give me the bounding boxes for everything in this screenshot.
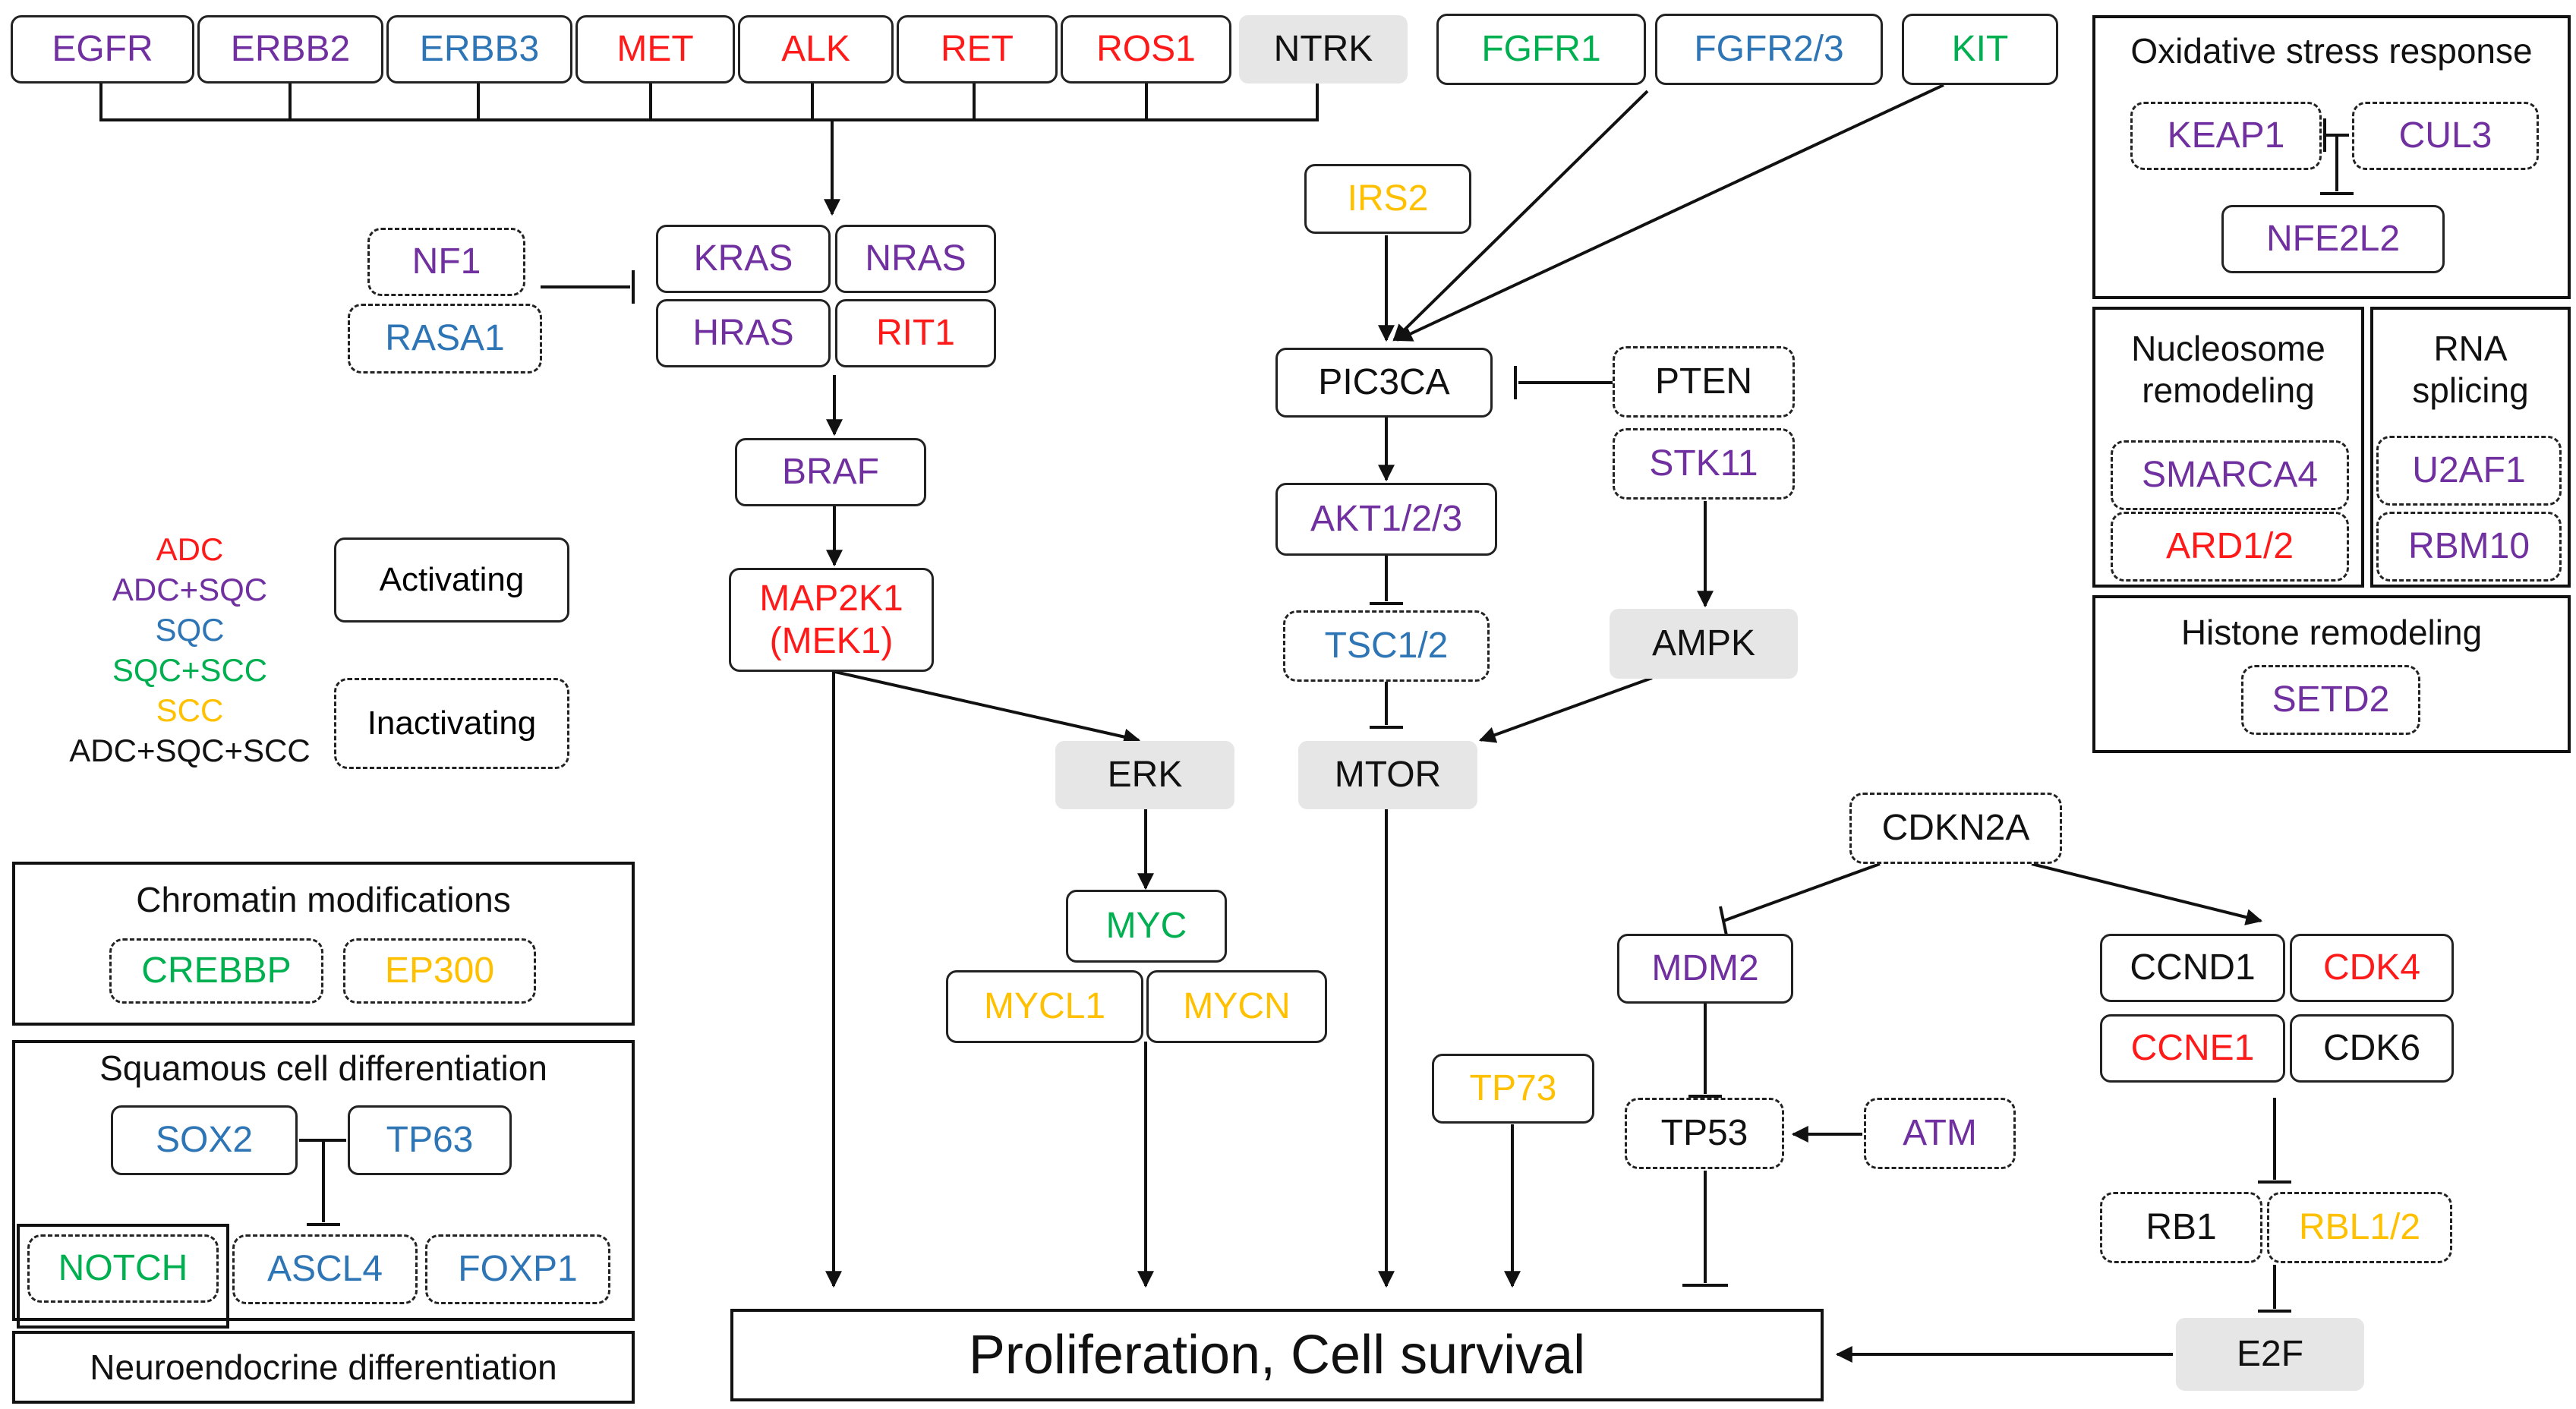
node-nras: NRAS bbox=[835, 225, 996, 293]
arrow-mek-erk bbox=[834, 670, 1141, 745]
node-rbm10: RBM10 bbox=[2376, 512, 2562, 582]
node-rasa1: RASA1 bbox=[348, 304, 542, 374]
node-tp73: TP73 bbox=[1432, 1054, 1594, 1124]
node-u2af1: U2AF1 bbox=[2376, 436, 2562, 506]
node-myc: MYC bbox=[1066, 890, 1227, 963]
node-ccnd1: CCND1 bbox=[2100, 934, 2285, 1002]
inhibit-cdkn2a-mdm2-bar bbox=[1719, 906, 1728, 936]
arrow-fgfr-pic3ca bbox=[1392, 90, 1649, 342]
node-crebbp: CREBBP bbox=[109, 938, 323, 1004]
oxidative-stress-title: Oxidative stress response bbox=[2130, 31, 2533, 71]
legend-inactivating-box: Inactivating bbox=[334, 678, 569, 769]
histone-group bbox=[2092, 595, 2571, 753]
rna-splicing-group bbox=[2370, 307, 2571, 588]
node-tp53: TP53 bbox=[1625, 1098, 1784, 1169]
neuroendocrine-notch-frame bbox=[17, 1224, 229, 1329]
node-fgfr1: FGFR1 bbox=[1436, 14, 1646, 85]
node-cul3: CUL3 bbox=[2352, 102, 2539, 170]
node-ros1: ROS1 bbox=[1061, 15, 1231, 84]
node-kit: KIT bbox=[1902, 14, 2058, 85]
node-ntrk: NTRK bbox=[1239, 15, 1408, 84]
legend-adc: ADC bbox=[156, 531, 224, 567]
node-kras: KRAS bbox=[656, 225, 831, 293]
rna-splicing-title: RNA splicing bbox=[2412, 329, 2529, 411]
chromatin-title: Chromatin modifications bbox=[136, 880, 511, 919]
node-irs2: IRS2 bbox=[1304, 164, 1471, 234]
legend-adc-sqc-scc: ADC+SQC+SCC bbox=[69, 733, 311, 768]
node-cdkn2a: CDKN2A bbox=[1849, 793, 2062, 864]
arrow-ampk-mtor bbox=[1478, 676, 1653, 743]
node-mycn: MYCN bbox=[1146, 970, 1327, 1043]
legend-adc-sqc: ADC+SQC bbox=[112, 572, 268, 607]
legend-sqc: SQC bbox=[155, 612, 225, 648]
proliferation-cell-survival-outcome: Proliferation, Cell survival bbox=[730, 1309, 1824, 1401]
node-erk: ERK bbox=[1055, 741, 1234, 809]
node-rb1: RB1 bbox=[2100, 1192, 2262, 1263]
node-e2f: E2F bbox=[2176, 1318, 2364, 1391]
node-fgfr2-3: FGFR2/3 bbox=[1655, 14, 1883, 85]
arrow-cdkn2a-cdk bbox=[2031, 862, 2263, 925]
neuroendocrine-title: Neuroendocrine differentiation bbox=[90, 1348, 557, 1387]
node-nf1: NF1 bbox=[367, 228, 525, 296]
nucleosome-group bbox=[2092, 307, 2364, 588]
squamous-group bbox=[12, 1040, 635, 1321]
neuroendocrine-group bbox=[12, 1331, 635, 1404]
node-tp63: TP63 bbox=[348, 1105, 512, 1175]
histone-title: Histone remodeling bbox=[2180, 613, 2483, 652]
node-cdk6: CDK6 bbox=[2290, 1014, 2454, 1083]
node-rit1: RIT1 bbox=[835, 299, 996, 367]
inhibit-cdkn2a-mdm2 bbox=[1723, 862, 1881, 922]
node-ret: RET bbox=[897, 15, 1058, 84]
legend-sqc-scc: SQC+SCC bbox=[112, 652, 268, 688]
node-egfr: EGFR bbox=[11, 15, 194, 84]
node-mtor: MTOR bbox=[1298, 741, 1477, 809]
node-alk: ALK bbox=[738, 15, 894, 84]
node-tsc1-2: TSC1/2 bbox=[1283, 610, 1490, 682]
node-ccne1: CCNE1 bbox=[2100, 1014, 2285, 1083]
node-erbb2: ERBB2 bbox=[197, 15, 383, 84]
arrow-kit-pic3ca bbox=[1395, 84, 1944, 342]
node-keap1: KEAP1 bbox=[2130, 102, 2322, 170]
node-ascl4: ASCL4 bbox=[232, 1234, 418, 1304]
node-stk11: STK11 bbox=[1613, 428, 1795, 500]
rtk-bracket-line bbox=[99, 82, 1319, 121]
node-setd2: SETD2 bbox=[2241, 665, 2420, 735]
nucleosome-title: Nucleosome remodeling bbox=[2131, 329, 2325, 411]
legend-activating-box: Activating bbox=[334, 537, 569, 623]
node-nfe2l2: NFE2L2 bbox=[2221, 205, 2445, 273]
node-cdk4: CDK4 bbox=[2290, 934, 2454, 1002]
node-hras: HRAS bbox=[656, 299, 831, 367]
node-ep300: EP300 bbox=[343, 938, 536, 1004]
squamous-title: Squamous cell differentiation bbox=[99, 1048, 547, 1088]
oxidative-stress-group bbox=[2092, 15, 2571, 299]
chromatin-group bbox=[12, 862, 635, 1026]
node-pten: PTEN bbox=[1613, 346, 1795, 418]
node-erbb3: ERBB3 bbox=[386, 15, 572, 84]
node-atm: ATM bbox=[1864, 1098, 2016, 1169]
node-sox2: SOX2 bbox=[111, 1105, 298, 1175]
node-mycl1: MYCL1 bbox=[946, 970, 1143, 1043]
node-met: MET bbox=[575, 15, 735, 84]
node-map2k1: MAP2K1 (MEK1) bbox=[729, 568, 934, 672]
node-rbl1-2: RBL1/2 bbox=[2267, 1192, 2452, 1263]
node-akt1-2-3: AKT1/2/3 bbox=[1275, 483, 1497, 556]
legend-scc: SCC bbox=[156, 692, 224, 728]
node-ard1-2: ARD1/2 bbox=[2111, 512, 2349, 582]
node-foxp1: FOXP1 bbox=[425, 1234, 610, 1304]
node-braf: BRAF bbox=[735, 438, 926, 506]
node-pic3ca: PIC3CA bbox=[1275, 348, 1493, 418]
node-mdm2: MDM2 bbox=[1617, 934, 1793, 1004]
node-smarca4: SMARCA4 bbox=[2111, 440, 2349, 510]
node-notch: NOTCH bbox=[27, 1234, 219, 1303]
node-ampk: AMPK bbox=[1610, 609, 1798, 679]
